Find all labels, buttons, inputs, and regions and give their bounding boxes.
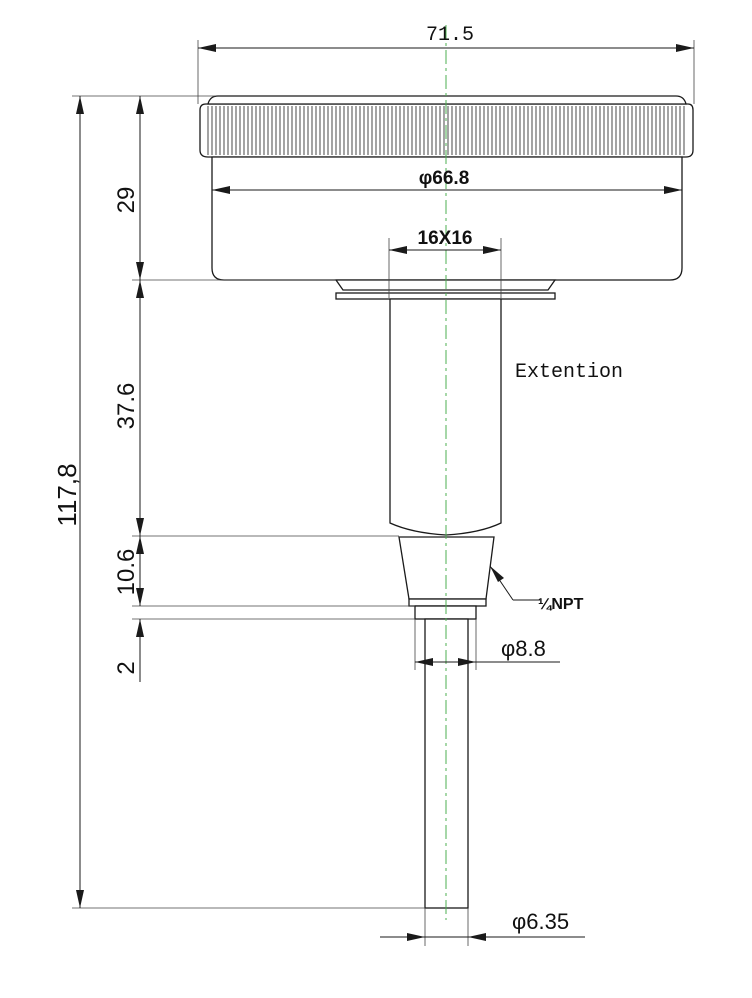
dim-overall-width: 71.5 [426,24,474,47]
dim-step-diameter: φ8.8 [501,636,546,661]
arrowhead [76,890,84,908]
gauge-part [199,95,694,909]
extension-label: Extention [515,361,623,384]
arrowhead [468,933,486,941]
dim-wrench-flat: 16X16 [418,228,473,249]
arrowhead [490,566,504,582]
dim-thread-length: 10.6 [113,549,140,596]
arrowhead [664,186,682,194]
arrowhead [483,246,501,254]
arrowhead [136,619,144,637]
dim-head-diameter: φ66.8 [419,168,470,189]
thread-undercut [408,598,487,607]
arrowhead [389,246,407,254]
dimensions: 71.5 φ66.8 16X16 29 37.6 10.6 [52,24,695,946]
gauge-case [211,156,683,281]
bezel-top-rim [207,95,687,105]
arrowhead [136,262,144,280]
arrowhead [136,518,144,536]
arrowhead [198,44,216,52]
arrowhead [136,588,144,606]
arrowhead [76,96,84,114]
arrowhead [212,186,230,194]
arrowhead [136,536,144,554]
knurl-pattern [207,106,685,155]
dim-thread-spec: ¼NPT [538,596,584,613]
arrowhead [407,933,425,941]
arrowhead [136,280,144,298]
arrowhead [458,658,476,666]
arrowhead [415,658,433,666]
dim-overall-length: 117,8 [52,463,82,526]
dim-extension-length: 37.6 [113,383,140,430]
arrowhead [136,96,144,114]
arrowhead [676,44,694,52]
dim-step-length: 2 [113,661,140,674]
dim-stem-diameter: φ6.35 [512,909,569,934]
dim-head-height: 29 [113,187,140,214]
